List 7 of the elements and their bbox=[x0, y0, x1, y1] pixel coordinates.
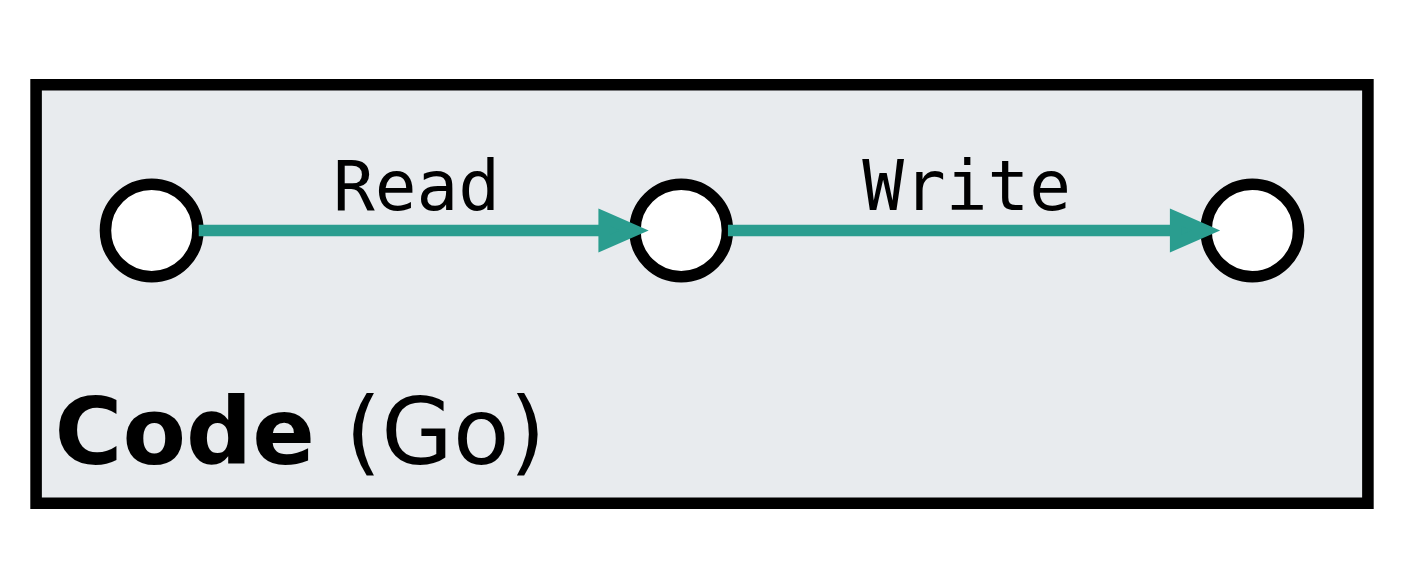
arrow bbox=[198, 207, 649, 252]
arrow bbox=[727, 207, 1221, 252]
edge-label: Read bbox=[332, 145, 500, 226]
edge-label: Write bbox=[862, 145, 1072, 226]
node-circle bbox=[99, 177, 204, 282]
node-circle bbox=[1200, 177, 1305, 282]
node-circle bbox=[629, 177, 734, 282]
